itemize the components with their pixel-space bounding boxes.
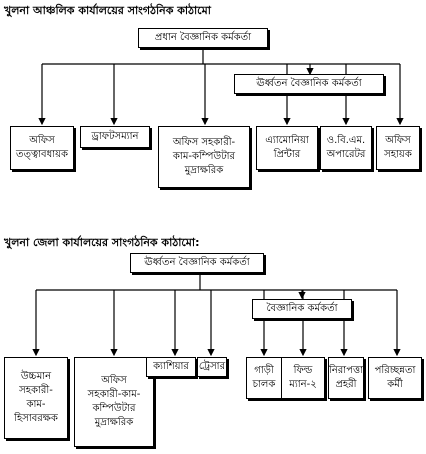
chart1-staff-box: অফিস তত্ত্বাবধায়ক xyxy=(10,126,74,170)
chart2-staff-box: গাড়ী চালক xyxy=(246,357,282,399)
chart2-title: খুলনা জেলা কার্যালয়ের সাংগঠনিক কাঠামো: xyxy=(4,236,200,249)
chart2-staff-box: ক্যাশিয়ার xyxy=(146,357,196,377)
chart2-deputy-box: বৈজ্ঞানিক কর্মকর্তা xyxy=(252,299,352,319)
chart2-staff-box: উচ্চমান সহকারী- কাম- হিসাবরক্ষক xyxy=(4,357,68,439)
chart1-staff-box: এ্যামোনিয়া প্রিন্টার xyxy=(256,126,318,170)
chart1-staff-box: অফিস সহকারী- কাম-কম্পিউটার মুদ্রাক্ষরিক xyxy=(158,126,250,188)
chart2-staff-box: ফিল্ড ম্যান-২ xyxy=(281,357,325,399)
chart1-deputy-box: ঊর্ধ্বতন বৈজ্ঞানিক কর্মকর্তা xyxy=(234,74,384,94)
chart1-head-box: প্রধান বৈজ্ঞানিক কর্মকর্তা xyxy=(138,28,268,48)
chart1-staff-box: ও.বি.এম. অপারেটর xyxy=(320,126,372,170)
chart2-staff-box: অফিস সহকারী-কাম- কম্পিউটার মুদ্রাক্ষরিক xyxy=(74,357,154,447)
chart2-staff-box: ট্রেসার xyxy=(197,357,227,377)
chart1-title: খুলনা আঞ্চলিক কার্যালয়ের সাংগঠনিক কাঠাম… xyxy=(4,4,211,17)
chart2-staff-box: নিরাপত্তা প্রহরী xyxy=(328,357,364,399)
chart1-staff-box: ড্রাফটসম্যান xyxy=(80,126,150,148)
chart2-staff-box: পরিচ্ছন্নতা কর্মী xyxy=(368,357,422,399)
chart2-head-box: ঊর্ধ্বতন বৈজ্ঞানিক কর্মকর্তা xyxy=(130,253,264,273)
chart1-staff-box: অফিস সহায়ক xyxy=(376,126,420,170)
